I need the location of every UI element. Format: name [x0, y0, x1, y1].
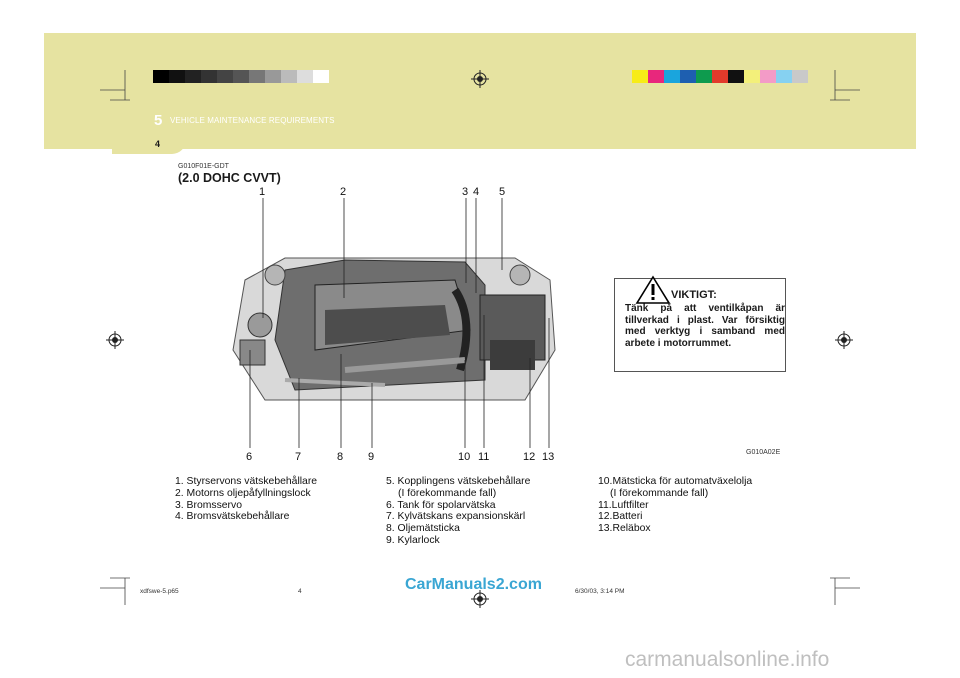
- callout-7: 7: [295, 451, 302, 463]
- callout-11: 11: [478, 451, 490, 463]
- grayscale-bar: [153, 70, 329, 83]
- header-band: [44, 33, 916, 149]
- warning-title: VIKTIGT:: [671, 289, 717, 301]
- section-number: 5: [154, 112, 163, 129]
- footer-file: xdfswe-5.p65: [140, 588, 179, 595]
- registration-target-icon: [106, 331, 124, 349]
- warning-triangle-icon: [635, 275, 671, 304]
- callout-10: 10: [458, 451, 471, 463]
- footer-page: 4: [298, 588, 302, 595]
- figure-code: G010F01E-GDT: [178, 163, 229, 170]
- legend-column-1: 1. Styrservons vätskebehållare 2. Motorn…: [175, 476, 317, 523]
- legend-item-note: (I förekommande fall): [398, 487, 497, 499]
- callout-2: 2: [340, 186, 347, 198]
- callout-4: 4: [473, 186, 480, 198]
- page-number: 4: [155, 139, 161, 149]
- callout-12: 12: [523, 451, 536, 463]
- legend-item: 6. Tank för spolarvätska: [386, 499, 496, 511]
- legend-item: 7. Kylvätskans expansionskärl: [386, 511, 526, 523]
- legend-item: 13.Reläbox: [598, 523, 651, 535]
- registration-target-icon: [835, 331, 853, 349]
- legend-column-2: 5. Kopplingens vätskebehållare (I föreko…: [386, 476, 530, 547]
- warning-box: VIKTIGT: Tänk på att ventilkåpan är till…: [614, 275, 786, 372]
- site-watermark: carmanualsonline.info: [625, 648, 830, 671]
- callout-8: 8: [337, 451, 344, 463]
- legend-item: 12.Batteri: [598, 511, 643, 523]
- callout-13: 13: [542, 451, 555, 463]
- registration-target-icon: [471, 590, 489, 608]
- legend-column-3: 10.Mätsticka för automatväxelolja (I för…: [598, 476, 752, 535]
- callout-5: 5: [499, 186, 506, 198]
- footer-date: 6/30/03, 3:14 PM: [575, 588, 625, 595]
- legend-item: 8. Oljemätsticka: [386, 523, 460, 535]
- section-title: VEHICLE MAINTENANCE REQUIREMENTS: [170, 116, 335, 125]
- color-bar: [632, 70, 808, 83]
- watermark-link[interactable]: CarManuals2.com: [405, 576, 542, 593]
- legend-item: 3. Bromsservo: [175, 499, 242, 511]
- legend-item: 9. Kylarlock: [386, 534, 440, 546]
- callout-9: 9: [368, 451, 375, 463]
- figure-heading: (2.0 DOHC CVVT): [178, 171, 281, 185]
- callout-6: 6: [246, 451, 253, 463]
- warning-text: Tänk på att ventilkåpan är tillverkad i …: [625, 303, 785, 349]
- legend-item: 5. Kopplingens vätskebehållare: [386, 476, 531, 487]
- callout-3: 3: [462, 186, 469, 198]
- engine-bay-illustration: [232, 257, 556, 401]
- page-tab: [112, 136, 186, 154]
- callout-1: 1: [259, 186, 266, 198]
- registration-target-icon: [471, 70, 489, 88]
- legend-item: 2. Motorns oljepåfyllningslock: [175, 487, 311, 499]
- legend-item: 10.Mätsticka för automatväxelolja: [598, 476, 753, 487]
- figure-code-bottom: G010A02E: [746, 449, 781, 456]
- legend-item: 4. Bromsvätskebehållare: [175, 511, 290, 523]
- legend-item: 11.Luftfilter: [598, 499, 649, 511]
- legend-item: 1. Styrservons vätskebehållare: [175, 476, 318, 487]
- legend-item-note: (I förekommande fall): [610, 487, 709, 499]
